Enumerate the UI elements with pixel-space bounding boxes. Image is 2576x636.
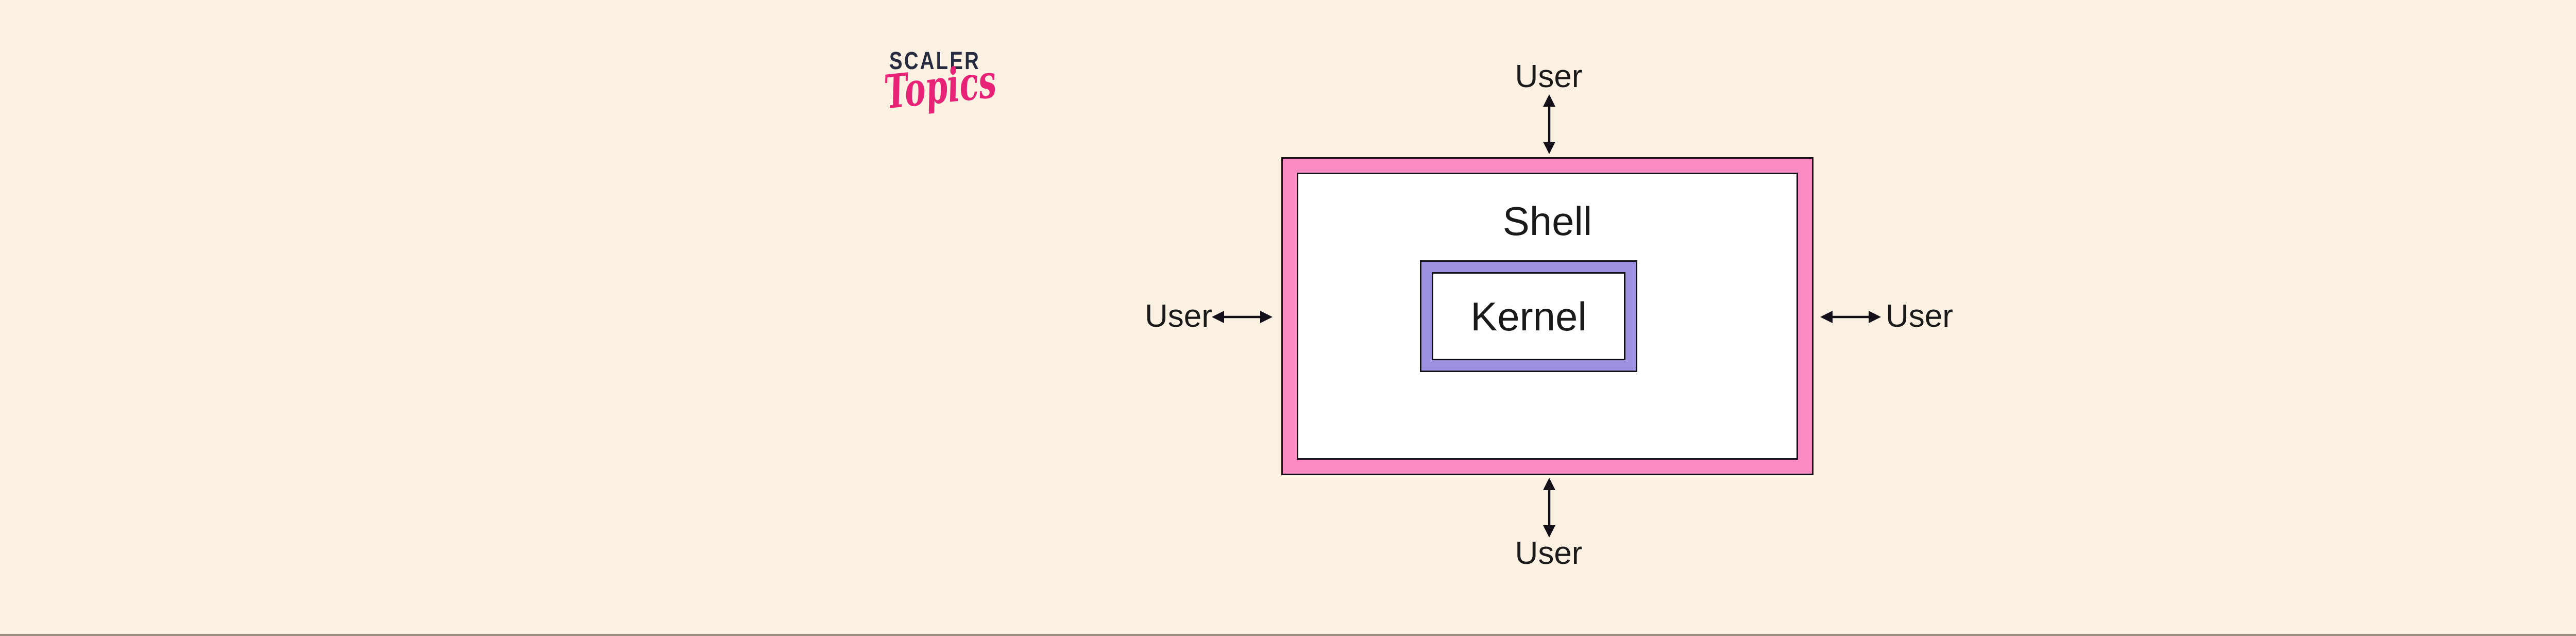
- scaler-topics-logo: SCALER Topics: [882, 49, 1037, 142]
- user-label-top: User: [1515, 59, 1583, 94]
- double-arrow-horizontal-left-icon: [1212, 311, 1273, 323]
- double-arrow-horizontal-right-icon: [1820, 311, 1881, 323]
- bottom-divider: [0, 634, 2576, 636]
- kernel-box-inner: Kernel: [1432, 272, 1625, 360]
- kernel-box: Kernel: [1420, 260, 1637, 372]
- scaler-wordmark: SCALER: [889, 47, 981, 75]
- kernel-label: Kernel: [1470, 293, 1587, 339]
- double-arrow-vertical-top-icon: [1543, 94, 1555, 154]
- user-label-right: User: [1886, 298, 1953, 334]
- user-label-left: User: [1145, 298, 1212, 334]
- user-label-bottom: User: [1515, 535, 1583, 571]
- topics-script-wordmark: Topics: [882, 54, 999, 120]
- shell-label: Shell: [1502, 198, 1592, 244]
- double-arrow-vertical-bottom-icon: [1543, 478, 1555, 538]
